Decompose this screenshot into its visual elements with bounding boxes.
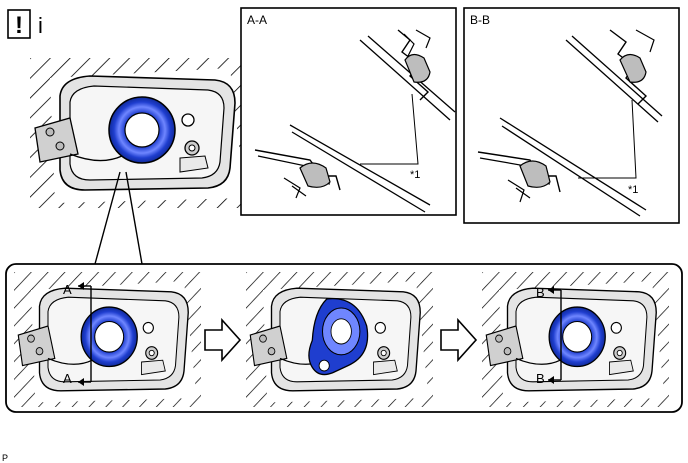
callout-1-b: *1 bbox=[628, 184, 638, 196]
info-icon: i bbox=[38, 13, 43, 38]
cut-label-b-top: B bbox=[536, 285, 545, 300]
step-arrow-right-icon bbox=[204, 317, 242, 363]
zoom-connector-lines bbox=[94, 171, 143, 265]
callout-1-a: *1 bbox=[410, 169, 420, 181]
main-fuel-door-illustration bbox=[29, 57, 251, 209]
section-a-a-title: A-A bbox=[247, 13, 267, 27]
warning-symbol: ! bbox=[15, 12, 23, 39]
step-2-illustration bbox=[245, 271, 434, 408]
step-arrow-right-icon bbox=[440, 317, 478, 363]
cut-label-a-top: A bbox=[63, 282, 72, 297]
section-a-a-panel: A-A *1 bbox=[240, 7, 457, 216]
step-1-illustration: A A bbox=[13, 271, 202, 408]
warning-icon: ! bbox=[7, 9, 31, 39]
step-3-illustration: B B bbox=[481, 271, 670, 408]
section-b-b-panel: B-B *1 bbox=[463, 7, 680, 224]
cut-label-b-bottom: B bbox=[536, 371, 545, 386]
section-b-b-title: B-B bbox=[470, 13, 490, 27]
cut-label-a-bottom: A bbox=[63, 371, 72, 386]
footer-code: P bbox=[2, 453, 8, 463]
